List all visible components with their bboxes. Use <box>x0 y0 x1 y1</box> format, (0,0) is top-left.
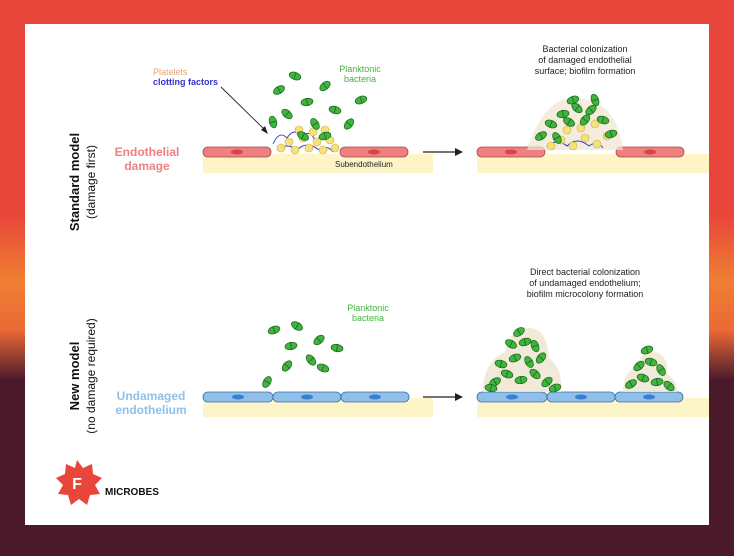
new-transition-arrow <box>423 393 463 401</box>
planktonic-label-new-line2: bacteria <box>352 313 384 323</box>
cell-nucleus <box>231 149 243 155</box>
cell-nucleus <box>506 394 518 400</box>
logo-name: MICROBES <box>105 487 159 498</box>
new-result-line1: Direct bacterial colonization <box>530 267 640 277</box>
standard-result-line1: Bacterial colonization <box>542 44 627 54</box>
standard-transition-arrow <box>423 148 463 156</box>
f1000-microbes-logo: F MICROBES <box>56 460 159 505</box>
planktonic-bacteria-new <box>260 319 344 390</box>
new-model-panel: New model (no damage required) Undamaged… <box>67 267 709 434</box>
biofilm-standard <box>527 92 623 151</box>
endothelial-damage-label-line1: Endothelial <box>115 145 180 159</box>
new-result-line2: of undamaged endothelium; <box>529 278 641 288</box>
subendothelium-layer-standard-result <box>477 154 709 173</box>
planktonic-label-standard-line2: bacteria <box>344 74 376 84</box>
standard-model-subtitle: (damage first) <box>84 145 98 219</box>
subendothelium-label: Subendothelium <box>335 160 393 169</box>
cell-nucleus <box>368 149 380 155</box>
standard-result-line3: surface; biofilm formation <box>535 66 636 76</box>
standard-model-title: Standard model <box>67 133 82 231</box>
new-result-line3: biofilm microcolony formation <box>527 289 644 299</box>
planktonic-label-standard-line1: Planktonic <box>339 64 381 74</box>
standard-result-line2: of damaged endothelial <box>538 55 632 65</box>
cell-nucleus <box>644 149 656 155</box>
clotting-pointer-head <box>261 126 268 134</box>
undamaged-label-line2: endothelium <box>115 403 186 417</box>
logo-burst-icon <box>56 460 102 505</box>
cell-nucleus <box>505 149 517 155</box>
platelets-label: Platelets <box>153 67 188 77</box>
clotting-pointer-arrow <box>220 86 266 131</box>
undamaged-label-line1: Undamaged <box>117 389 186 403</box>
endothelial-damage-label-line2: damage <box>124 159 170 173</box>
model-diagram: Standard model (damage first) Endothelia… <box>56 44 709 505</box>
figure-card: Standard model (damage first) Endothelia… <box>25 24 709 525</box>
cell-nucleus <box>643 394 655 400</box>
new-model-subtitle: (no damage required) <box>84 318 98 433</box>
subendothelium-layer-standard <box>203 154 433 173</box>
microcolony-large <box>483 325 563 394</box>
cell-nucleus <box>369 394 381 400</box>
microcolony-small <box>623 344 677 394</box>
logo-letter: F <box>72 476 82 493</box>
planktonic-label-new-line1: Planktonic <box>347 303 389 313</box>
subendothelium-layer-new <box>203 398 433 417</box>
cell-nucleus <box>232 394 244 400</box>
clotting-factors-label: clotting factors <box>153 77 218 87</box>
subendothelium-layer-new-result <box>477 398 709 417</box>
cell-nucleus <box>301 394 313 400</box>
standard-model-panel: Standard model (damage first) Endothelia… <box>67 44 709 231</box>
cell-nucleus <box>575 394 587 400</box>
new-model-title: New model <box>67 342 82 411</box>
